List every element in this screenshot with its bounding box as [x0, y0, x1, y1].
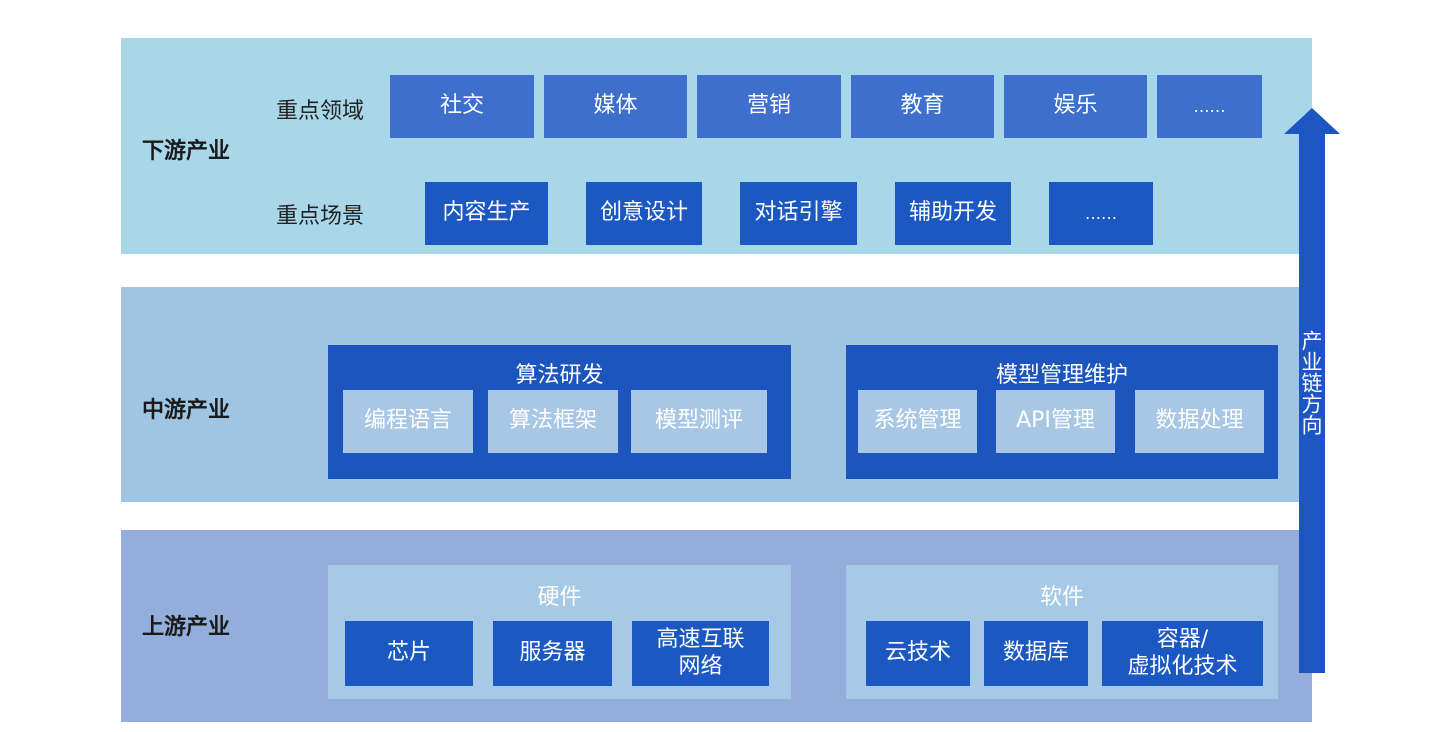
scene-tile-ellipsis: ……	[1049, 182, 1153, 245]
midstream-item: 编程语言	[343, 390, 473, 453]
upstream-item: 容器/ 虚拟化技术	[1102, 621, 1263, 686]
upstream-item: 高速互联 网络	[632, 621, 769, 686]
domain-tile: 教育	[851, 75, 994, 138]
midstream-item: 模型测评	[631, 390, 767, 453]
scene-tile: 辅助开发	[895, 182, 1011, 245]
scene-tile: 内容生产	[425, 182, 548, 245]
software-group: 软件 云技术 数据库 容器/ 虚拟化技术	[846, 565, 1278, 699]
arrow-label: 产业链方向	[1299, 330, 1323, 435]
upstream-item: 云技术	[866, 621, 970, 686]
domain-tile: 媒体	[544, 75, 687, 138]
midstream-item: 数据处理	[1135, 390, 1264, 453]
domain-tile: 娱乐	[1004, 75, 1147, 138]
midstream-item: 系统管理	[858, 390, 977, 453]
scene-tile: 对话引擎	[740, 182, 857, 245]
upstream-item: 数据库	[984, 621, 1088, 686]
upstream-tier-label: 上游产业	[142, 615, 231, 640]
group-title: 软件	[1039, 585, 1084, 610]
algorithm-rd-group: 算法研发 编程语言 算法框架 模型测评	[328, 345, 791, 479]
domain-tile: 营销	[697, 75, 841, 138]
scenes-row-label: 重点场景	[276, 204, 365, 229]
hardware-group: 硬件 芯片 服务器 高速互联 网络	[328, 565, 791, 699]
midstream-tier-label: 中游产业	[142, 398, 231, 423]
domains-row-label: 重点领域	[276, 99, 365, 124]
group-title: 模型管理维护	[995, 363, 1128, 388]
scene-tile: 创意设计	[586, 182, 702, 245]
arrow-up-icon	[1284, 108, 1340, 134]
midstream-item: 算法框架	[488, 390, 618, 453]
group-title: 算法研发	[515, 363, 604, 388]
domain-tile: 社交	[390, 75, 534, 138]
upstream-item: 芯片	[345, 621, 473, 686]
group-title: 硬件	[537, 585, 582, 610]
value-chain-arrow	[1299, 132, 1325, 673]
model-maintenance-group: 模型管理维护 系统管理 API管理 数据处理	[846, 345, 1278, 479]
domain-tile-ellipsis: ……	[1157, 75, 1262, 138]
downstream-tier-label: 下游产业	[142, 139, 231, 164]
upstream-item: 服务器	[493, 621, 612, 686]
midstream-item: API管理	[996, 390, 1115, 453]
